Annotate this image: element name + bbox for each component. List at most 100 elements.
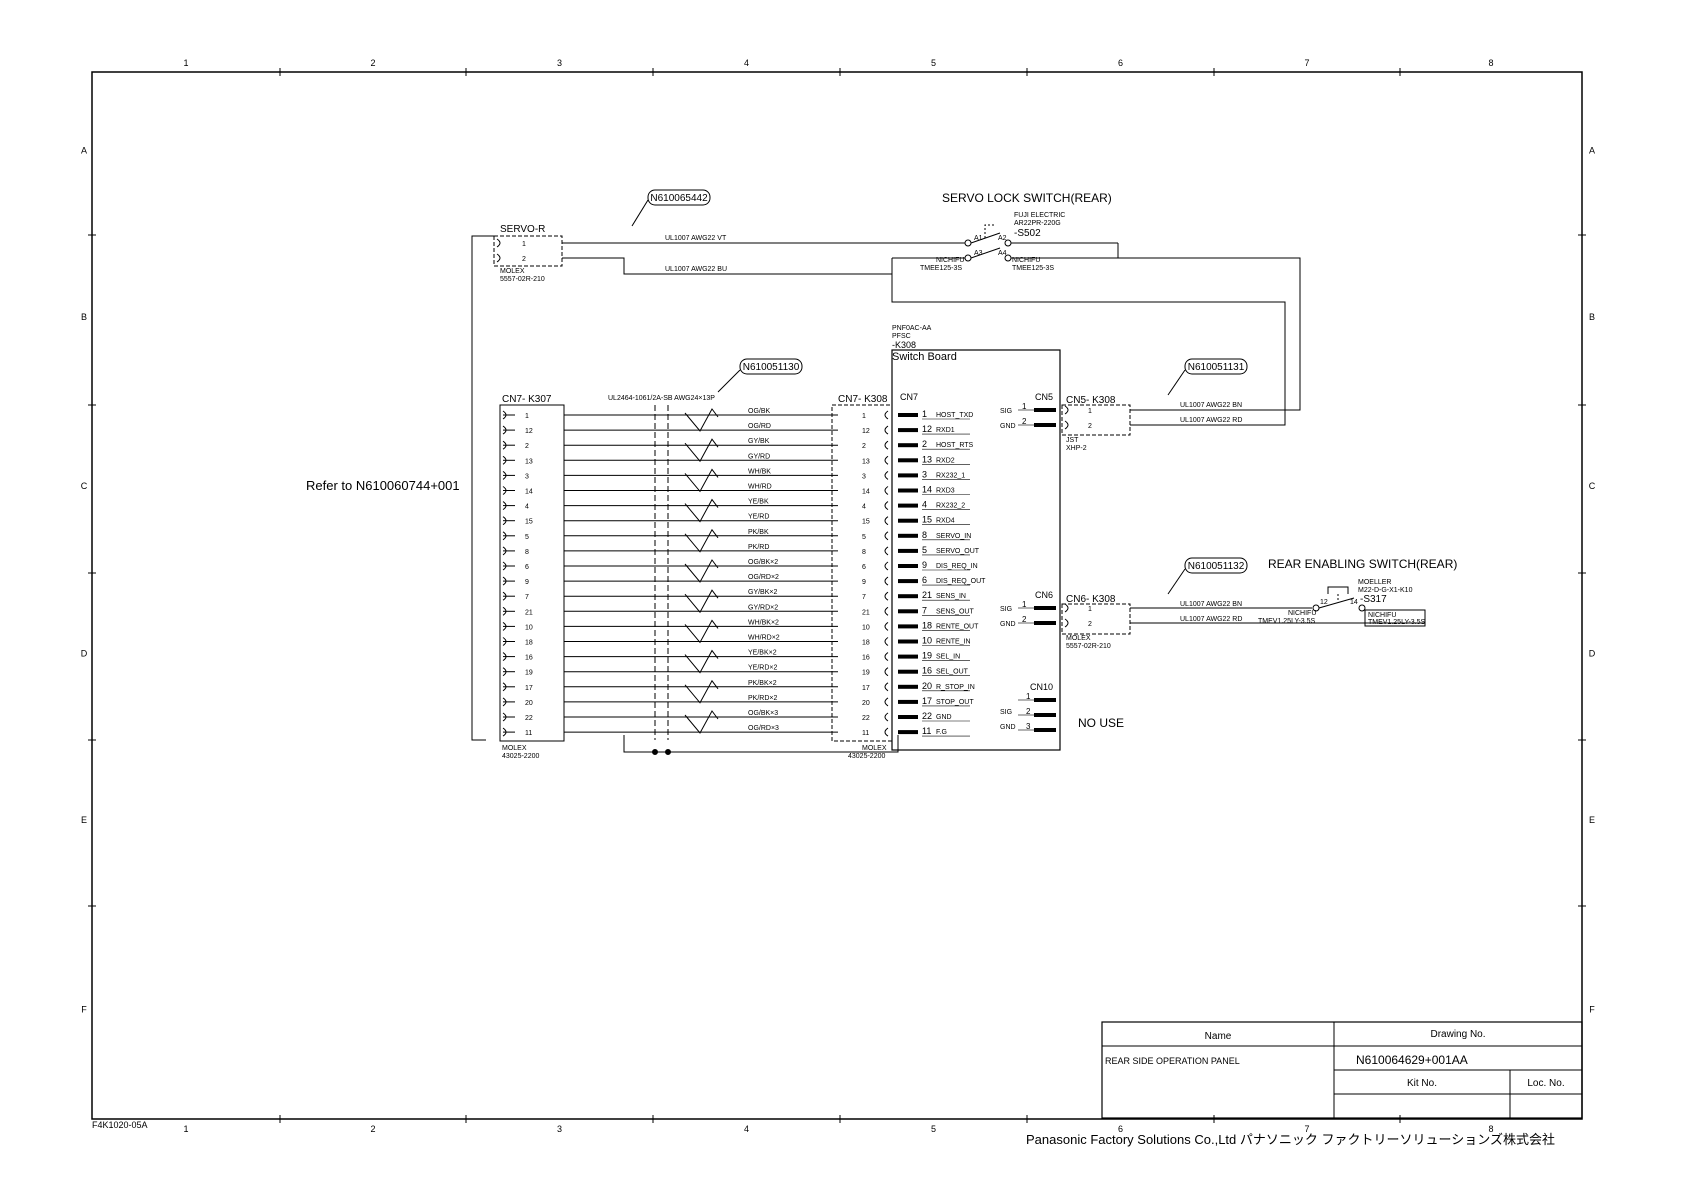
grid-row-label: D (81, 649, 88, 659)
contact-a1 (964, 239, 972, 247)
cn7-k308-pin: 20 (862, 700, 870, 707)
cn5-pin: 1 (1022, 402, 1027, 411)
cn7-k308-pin: 8 (862, 549, 866, 556)
grid-column-label: 7 (1304, 58, 1309, 68)
servo-wire-label: UL1007 AWG22 BU (665, 266, 727, 273)
drawing-number: N610064629+001AA (1356, 1053, 1468, 1067)
board-signal-name: GND (936, 714, 952, 721)
grid-column-label: 2 (370, 58, 375, 68)
enabling-contact-14 (1358, 604, 1366, 612)
company-name: Panasonic Factory Solutions Co.,Ltd パナソニ… (1026, 1132, 1555, 1147)
contact-label: A3 (974, 250, 983, 257)
switch-actuator (984, 224, 995, 238)
board-pin-bar (898, 428, 918, 433)
cn6-sig-label: SIG (1000, 606, 1012, 613)
grid-column-label: 7 (1304, 1124, 1309, 1134)
wire-color-label: OG/RD×3 (748, 725, 779, 732)
grid-row-label: E (81, 815, 87, 825)
grid-column-label: 5 (931, 58, 936, 68)
board-pin-number: 13 (922, 454, 932, 464)
board-pin-bar (898, 609, 918, 614)
cn5-k308-label: CN5- K308 (1066, 395, 1116, 406)
pin-bracket (884, 637, 889, 646)
grid-row-label: C (1589, 481, 1596, 491)
terminal-part: TMEV1.25LY-3.5S (1368, 619, 1426, 626)
pin-bracket (884, 455, 889, 465)
grid-column-label: 3 (557, 58, 562, 68)
board-pin-bar (898, 639, 918, 644)
wire-color-label: PK/RD (748, 544, 769, 551)
enabling-switch-title: REAR ENABLING SWITCH(REAR) (1268, 557, 1457, 571)
cn7-k307-pin: 10 (525, 624, 533, 631)
terminal-maker: NICHIFU (936, 257, 964, 264)
cn7-k307-maker: MOLEX (502, 745, 527, 752)
reference-note: Refer to N610060744+001 (306, 478, 460, 493)
wire-color-label: PK/RD×2 (748, 695, 777, 702)
wire-color-label: YE/BK (748, 499, 769, 506)
board-pin-number: 7 (922, 605, 927, 615)
wire-color-label: OG/BK (748, 408, 771, 415)
board-part-number: PNF0AC-AA (892, 325, 932, 332)
pin-bracket (884, 470, 889, 480)
cn7-k307-pin: 9 (525, 579, 529, 586)
cn7-k308-pin: 4 (862, 504, 866, 511)
servo-connector-maker: MOLEX (500, 268, 525, 275)
board-signal-name: SERVO_OUT (936, 548, 980, 555)
board-cn5-label: CN5 (1035, 392, 1053, 402)
cn5-sig-label: SIG (1000, 408, 1012, 415)
title-name-header: Name (1205, 1031, 1232, 1042)
board-pin-bar (898, 548, 918, 553)
board-pin-bar (898, 488, 918, 493)
twist-mark (684, 528, 719, 553)
board-reference: -K308 (892, 340, 916, 350)
twist-mark (684, 619, 719, 644)
servo-switch-model: AR22PR-220G (1014, 220, 1061, 227)
board-signal-name: RX232_1 (936, 472, 965, 479)
wire-color-label: OG/BK×2 (748, 559, 778, 566)
pin-bracket (884, 425, 889, 435)
board-pin-number: 11 (922, 726, 931, 736)
board-pin-bar (898, 684, 918, 689)
contact-label: A2 (998, 235, 1007, 242)
outer-border (91, 71, 1583, 1120)
board-signal-name: R_STOP_IN (936, 684, 975, 691)
grid-column-label: 6 (1118, 58, 1123, 68)
board-pin-bar (898, 443, 918, 448)
board-pin-bar (898, 518, 918, 523)
board-pin-number: 21 (922, 590, 932, 600)
board-signal-name: RENTE_OUT (936, 623, 979, 630)
cn7-k308-pin: 18 (862, 640, 870, 647)
cn6-k308-maker: MOLEX (1066, 635, 1091, 642)
board-signal-name: STOP_OUT (936, 699, 974, 706)
board-cn10-label: CN10 (1030, 682, 1053, 692)
board-cn6-label: CN6 (1035, 590, 1053, 600)
servo-return-wire-2 (891, 274, 1286, 426)
contact-label: A4 (998, 250, 1007, 257)
cn7-k308-maker: MOLEX (862, 745, 887, 752)
servo-switch-maker: FUJI ELECTRIC (1014, 212, 1065, 219)
cn10-sig-label: SIG (1000, 709, 1012, 716)
grid-row-label: B (81, 312, 87, 322)
board-signal-name: SENS_IN (936, 593, 966, 600)
board-pin-bar (898, 654, 918, 659)
board-title: Switch Board (892, 351, 957, 363)
cn10-pin: 1 (1026, 692, 1031, 701)
servo-wire-label: UL1007 AWG22 VT (665, 235, 727, 242)
pin-bracket (884, 576, 889, 586)
board-pin-bar (898, 564, 918, 568)
twist-mark (684, 559, 719, 583)
pin-bracket (884, 652, 889, 662)
contact-label: A1 (974, 235, 983, 242)
board-pin-bar (898, 579, 918, 584)
board-pin-number: 6 (922, 575, 927, 585)
board-signal-name: RXD1 (936, 427, 955, 434)
pin-bracket (884, 561, 889, 571)
cn7-k307-pin: 20 (525, 700, 533, 707)
terminal-part: TMEE125-3S (920, 265, 962, 272)
terminal-part: TMEE125-3S (1012, 265, 1054, 272)
cn10-pin: 3 (1026, 722, 1031, 731)
grid-column-label: 8 (1488, 58, 1493, 68)
